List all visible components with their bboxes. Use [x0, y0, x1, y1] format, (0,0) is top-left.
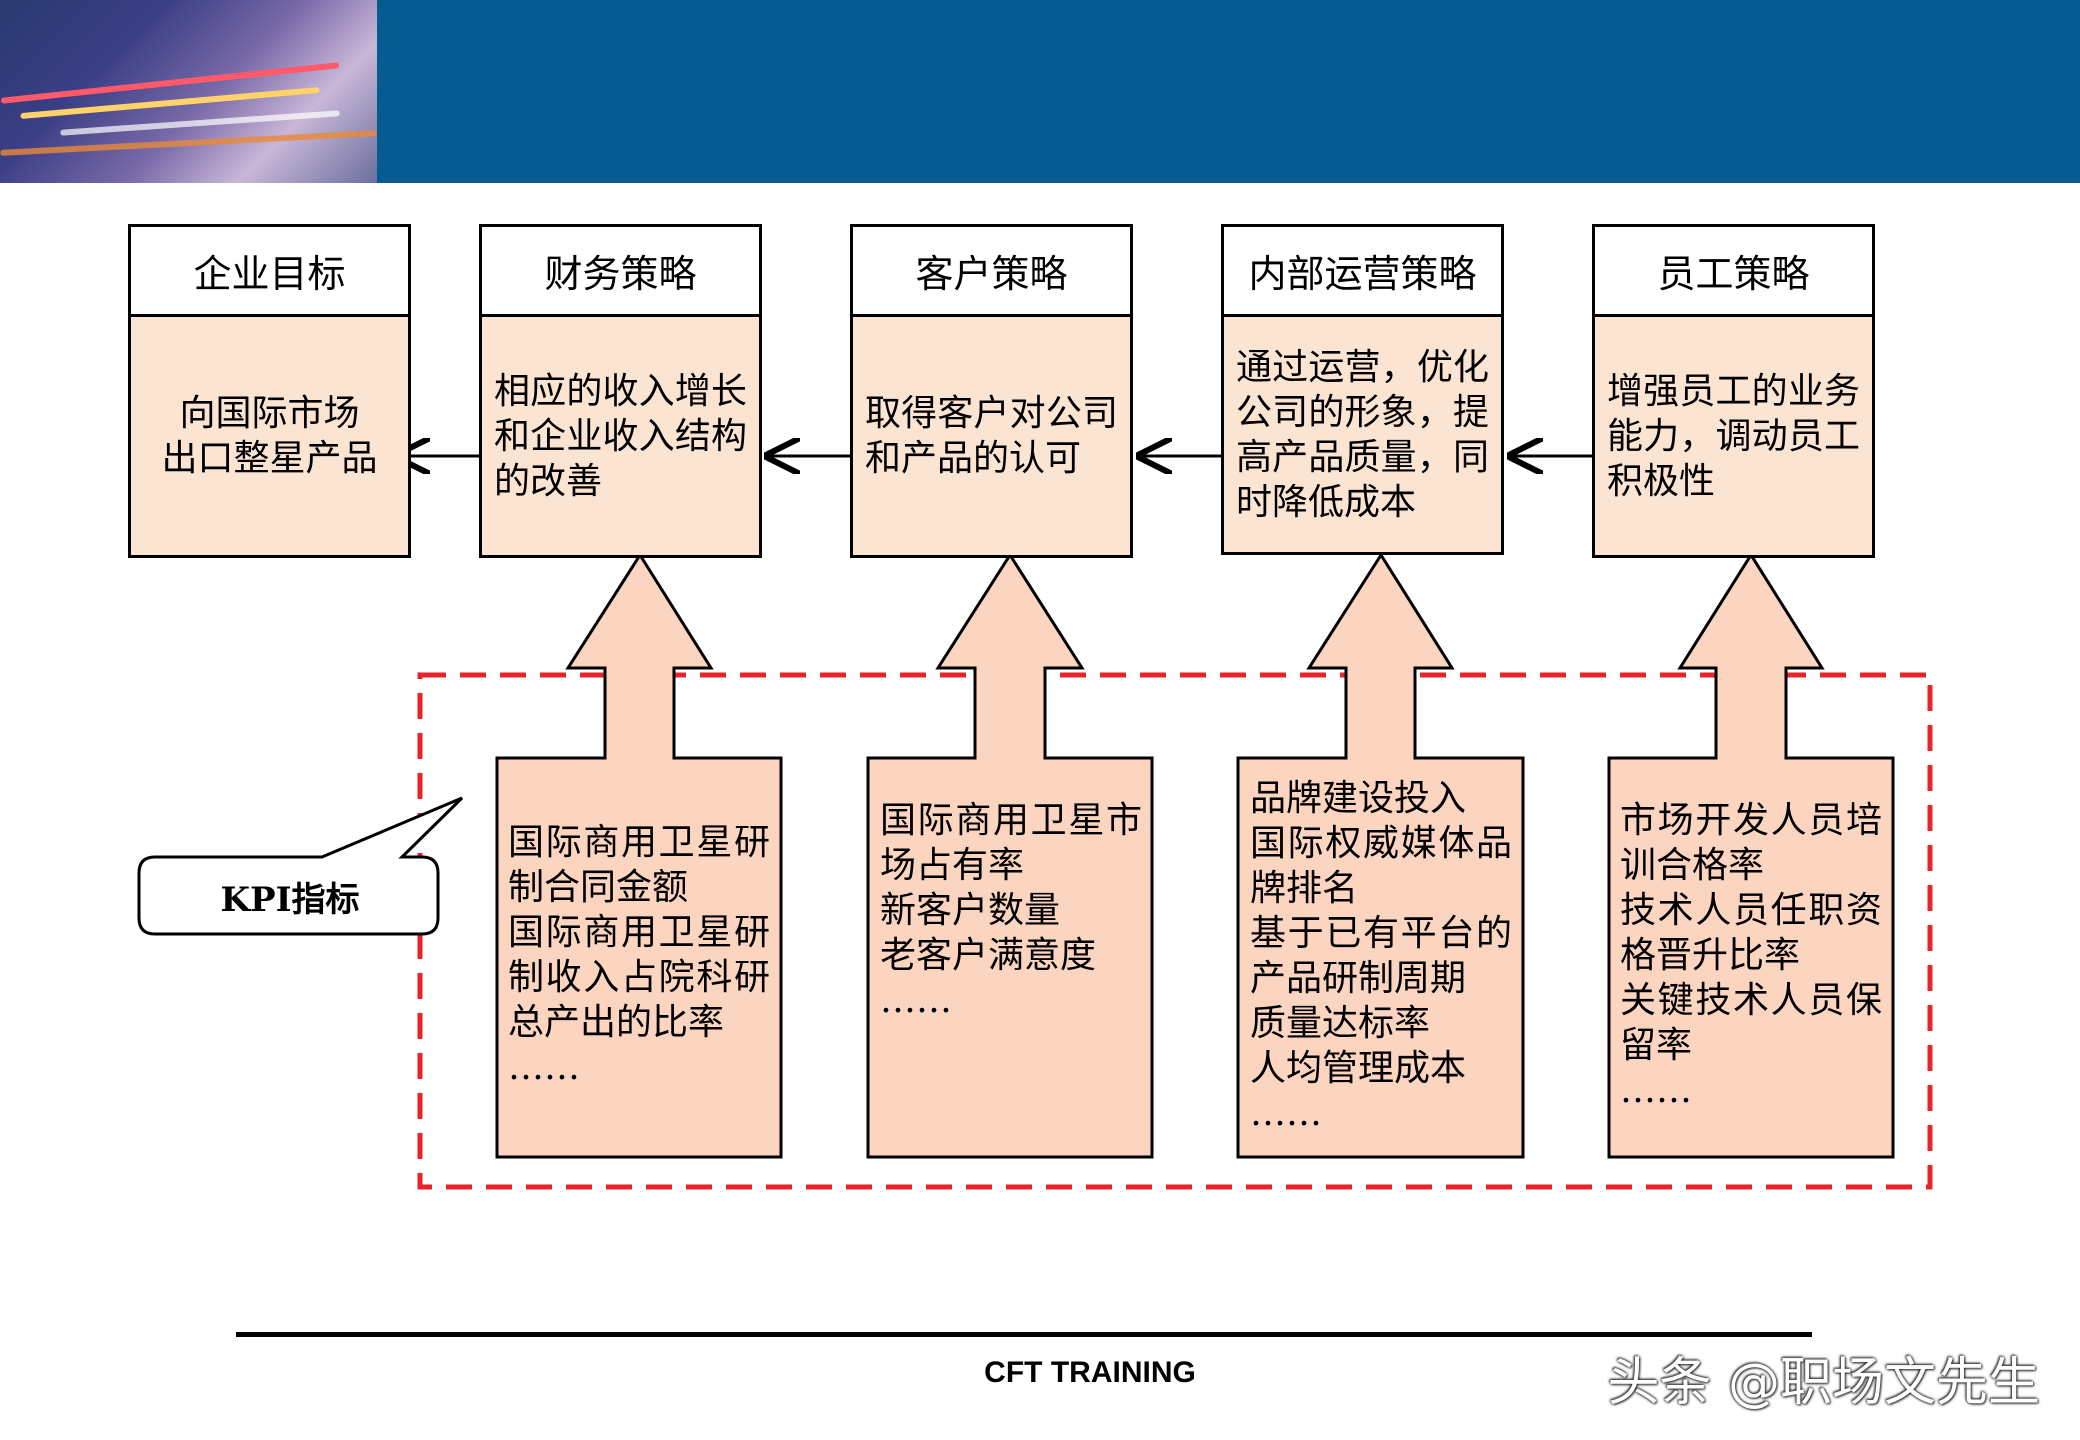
box-body-text: 取得客户对公司和产品的认可 — [865, 391, 1118, 481]
box-title: 财务策略 — [482, 227, 759, 317]
strategy-box-employee: 员工策略 增强员工的业务能力，调动员工积极性 — [1592, 224, 1875, 558]
box-body-text: 增强员工的业务能力，调动员工积极性 — [1607, 369, 1860, 504]
watermark: 头条 @职场文先生 — [1607, 1340, 2040, 1415]
strategy-box-internal-ops: 内部运营策略 通过运营，优化公司的形象，提高产品质量，同时降低成本 — [1221, 224, 1504, 555]
footer-divider — [236, 1332, 1812, 1337]
box-title: 员工策略 — [1595, 227, 1872, 317]
box-body-text: 向国际市场 出口整星产品 — [143, 391, 396, 481]
strategy-box-enterprise-goal: 企业目标 向国际市场 出口整星产品 — [128, 224, 411, 558]
kpi-list-employee: 市场开发人员培训合格率 技术人员任职资格晋升比率 关键技术人员保留率 …… — [1620, 798, 1882, 1113]
box-title: 企业目标 — [131, 227, 408, 317]
kpi-list-customer: 国际商用卫星市场占有率 新客户数量 老客户满意度 …… — [880, 798, 1142, 1023]
kpi-callout-label: KPI指标 — [140, 862, 440, 930]
box-body-text: 通过运营，优化公司的形象，提高产品质量，同时降低成本 — [1236, 345, 1489, 525]
strategy-box-customer: 客户策略 取得客户对公司和产品的认可 — [850, 224, 1133, 558]
kpi-list-financial: 国际商用卫星研制合同金额 国际商用卫星研制收入占院科研总产出的比率 …… — [508, 820, 770, 1090]
strategy-box-financial: 财务策略 相应的收入增长和企业收入结构的改善 — [479, 224, 762, 558]
box-body-text: 相应的收入增长和企业收入结构的改善 — [494, 369, 747, 504]
box-title: 客户策略 — [853, 227, 1130, 317]
kpi-list-internal-ops: 品牌建设投入 国际权威媒体品牌排名 基于已有平台的产品研制周期 质量达标率 人均… — [1250, 776, 1512, 1136]
box-title: 内部运营策略 — [1224, 227, 1501, 317]
